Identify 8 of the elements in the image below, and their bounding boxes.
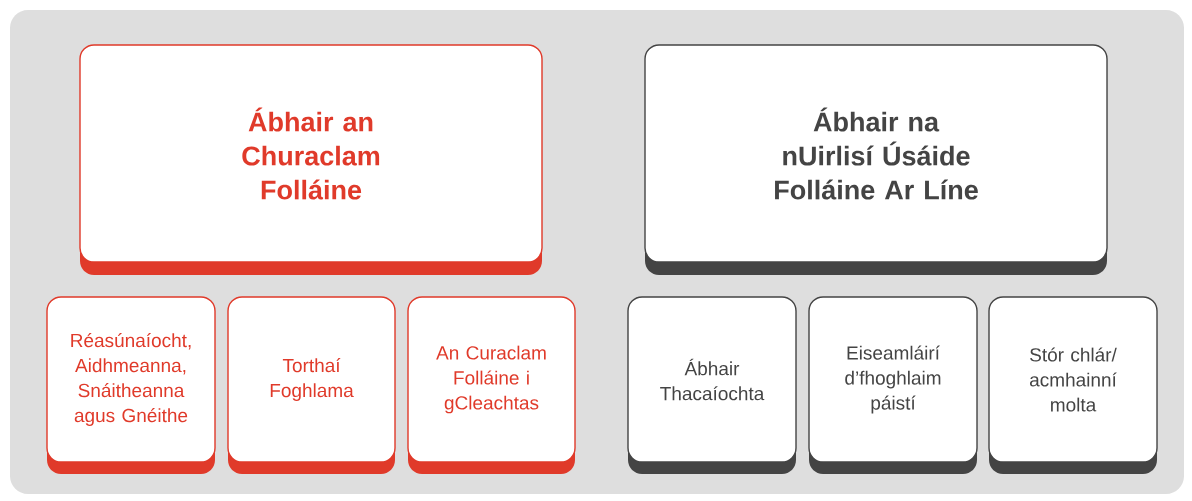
title-box: Ábhair na nUirlisí Úsáide Folláine Ar Líne xyxy=(644,44,1108,275)
topic-box: Réasúnaíocht, Aidhmeanna, Snáitheanna agus Gnéithe xyxy=(46,296,216,474)
topic-box: Stór chlár/ acmhainní molta xyxy=(988,296,1158,474)
topic-box: An Curaclam Folláine i gCleachtas xyxy=(407,296,576,474)
topic-box: Ábhair Thacaíochta xyxy=(627,296,797,474)
topic-box: Torthaí Foghlama xyxy=(227,296,396,474)
title-box: Ábhair an Churaclam Folláine xyxy=(79,44,543,275)
topic-box: Eiseamláirí d’fhoghlaim páistí xyxy=(808,296,978,474)
